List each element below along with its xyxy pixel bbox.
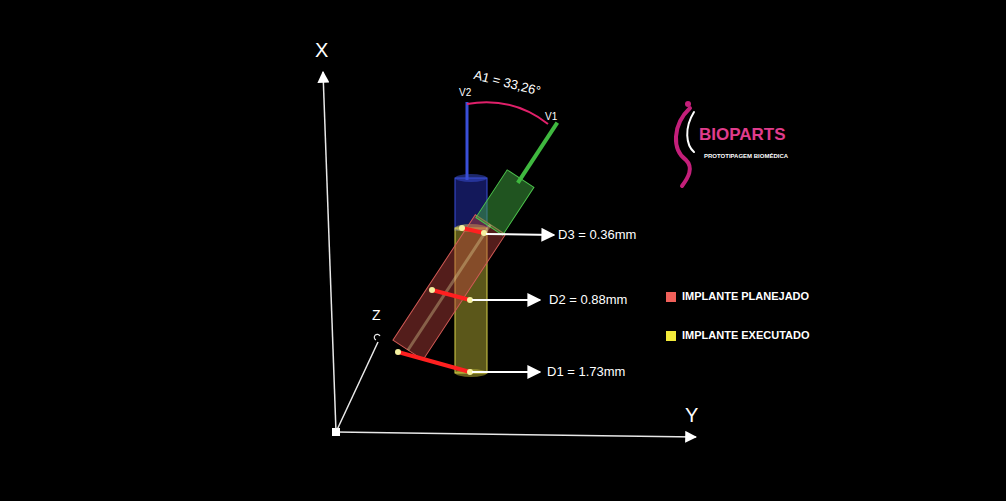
leader-arrows: [472, 234, 554, 372]
legend-swatch: [666, 292, 676, 302]
axis-label: Y: [685, 405, 698, 425]
axes: [323, 72, 696, 437]
vector-label: V1: [545, 112, 557, 122]
axis-label: X: [315, 40, 328, 60]
distance-label: D2 = 0.88mm: [549, 293, 627, 306]
angle-label: A1 = 33,26°: [472, 68, 542, 97]
legend-text: IMPLANTE EXECUTADO: [682, 330, 810, 341]
vector-label: V2: [459, 88, 471, 98]
planned-implant: [393, 113, 572, 360]
axis-label: Z: [372, 308, 381, 322]
legend-text: IMPLANTE PLANEJADO: [682, 291, 809, 302]
angle-arc: [467, 102, 548, 124]
logo-text: BIOPARTS: [699, 126, 786, 143]
legend-swatch: [666, 331, 676, 341]
distance-label: D3 = 0.36mm: [558, 228, 636, 241]
logo-figure: [676, 101, 694, 186]
distance-label: D1 = 1.73mm: [547, 365, 625, 378]
logo-subtitle: PROTOTIPAGEM BIOMÉDICA: [704, 153, 788, 159]
